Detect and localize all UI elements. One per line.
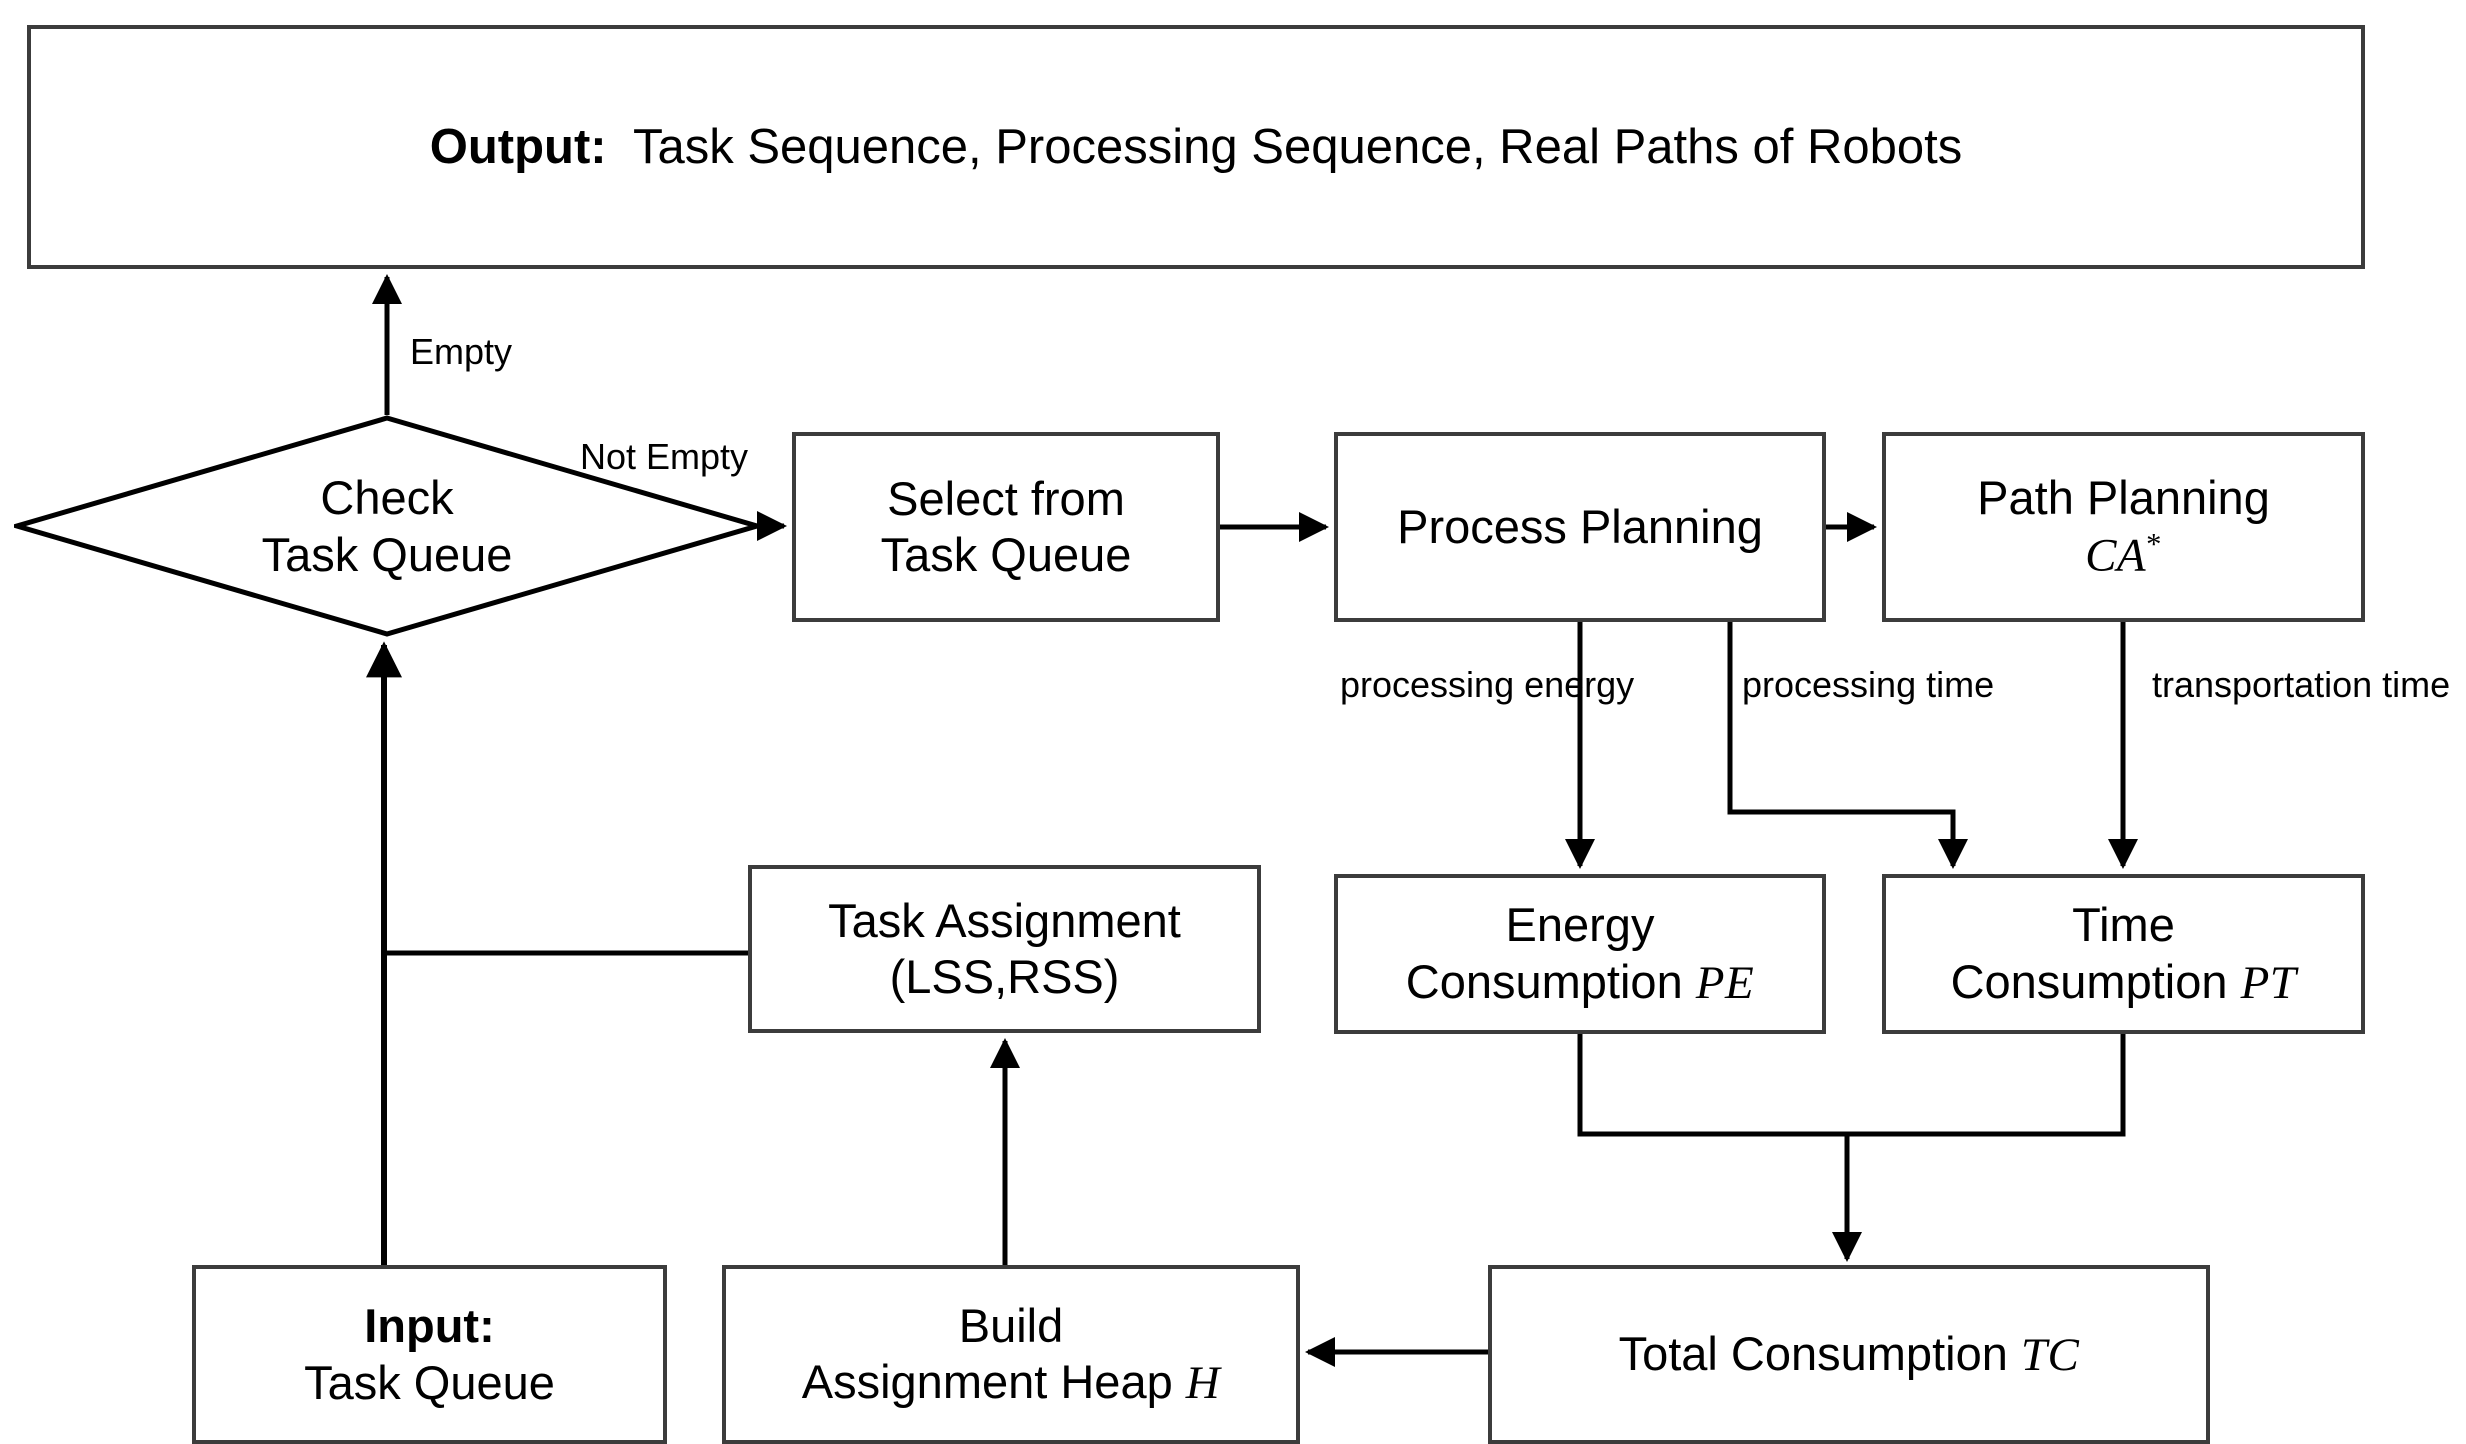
total-consumption-text: Total Consumption TC xyxy=(1619,1326,2080,1383)
processing-time-line1: processing xyxy=(1742,664,1917,705)
output-prefix: Output: xyxy=(429,119,607,174)
edge-label-processing-energy: processing energy xyxy=(1340,663,1634,707)
edge-label-empty: Empty xyxy=(410,331,513,372)
diamond-shape xyxy=(14,415,760,637)
select-from-task-queue-box: Select from Task Queue xyxy=(792,432,1220,622)
path-planning-symbol: CA* xyxy=(2085,526,2162,584)
select-line2: Task Queue xyxy=(880,528,1132,581)
output-text: Output: Task Sequence, Processing Sequen… xyxy=(430,118,1962,177)
edge-label-not-empty: Not Empty xyxy=(580,436,749,477)
path-planning-box: Path Planning CA* xyxy=(1882,432,2365,622)
build-heap-words: Assignment Heap xyxy=(801,1355,1173,1408)
total-consumption-symbol: TC xyxy=(2020,1328,2080,1381)
edge-label-transportation-time: transportation time xyxy=(2152,663,2450,707)
task-assignment-box: Task Assignment (LSS,RSS) xyxy=(748,865,1261,1033)
energy-consumption-line2: Consumption PE xyxy=(1406,954,1754,1011)
energy-consumption-box: Energy Consumption PE xyxy=(1334,874,1826,1034)
total-consumption-words: Total Consumption xyxy=(1618,1326,2008,1380)
output-value: Task Sequence, Processing Sequence, Real… xyxy=(632,119,1963,174)
path-planning-symbol-base: CA xyxy=(2085,529,2147,582)
build-heap-line2: Assignment Heap H xyxy=(802,1354,1221,1411)
edge-process-to-time xyxy=(1727,622,1968,869)
build-heap-line1: Build xyxy=(958,1298,1064,1352)
input-line2: Task Queue xyxy=(304,1355,555,1409)
select-line1: Select from xyxy=(887,471,1125,525)
total-consumption-box: Total Consumption TC xyxy=(1488,1265,2210,1444)
transportation-time-line1: transportation xyxy=(2152,664,2373,705)
time-consumption-line1: Time xyxy=(2072,898,2175,952)
path-planning-symbol-sup: * xyxy=(2146,527,2162,562)
input-box: Input: Task Queue xyxy=(192,1265,667,1444)
task-assignment-line2: (LSS,RSS) xyxy=(889,950,1120,1003)
processing-time-line2: time xyxy=(1926,664,1995,705)
processing-energy-line2: energy xyxy=(1524,664,1635,705)
time-consumption-line2: Consumption PT xyxy=(1951,954,2297,1011)
process-planning-label: Process Planning xyxy=(1397,499,1763,553)
input-prefix: Input: xyxy=(364,1299,495,1353)
time-consumption-box: Time Consumption PT xyxy=(1882,874,2365,1034)
energy-consumption-word: Consumption xyxy=(1405,954,1683,1008)
path-planning-label: Path Planning xyxy=(1977,470,2270,524)
energy-consumption-line1: Energy xyxy=(1505,898,1655,952)
process-planning-box: Process Planning xyxy=(1334,432,1826,622)
time-consumption-word: Consumption xyxy=(1950,954,2228,1008)
processing-energy-line1: processing xyxy=(1340,664,1515,705)
edge-consumption-merge xyxy=(1577,1034,2126,1137)
time-consumption-symbol: PT xyxy=(2240,956,2297,1009)
energy-consumption-symbol: PE xyxy=(1695,956,1755,1009)
task-assignment-line1: Task Assignment xyxy=(828,893,1181,947)
transportation-time-line2: time xyxy=(2382,664,2451,705)
edge-label-processing-time: processing time xyxy=(1742,663,1994,707)
build-assignment-heap-box: Build Assignment Heap H xyxy=(722,1265,1300,1444)
output-box: Output: Task Sequence, Processing Sequen… xyxy=(27,25,2365,269)
build-heap-symbol: H xyxy=(1185,1357,1221,1409)
